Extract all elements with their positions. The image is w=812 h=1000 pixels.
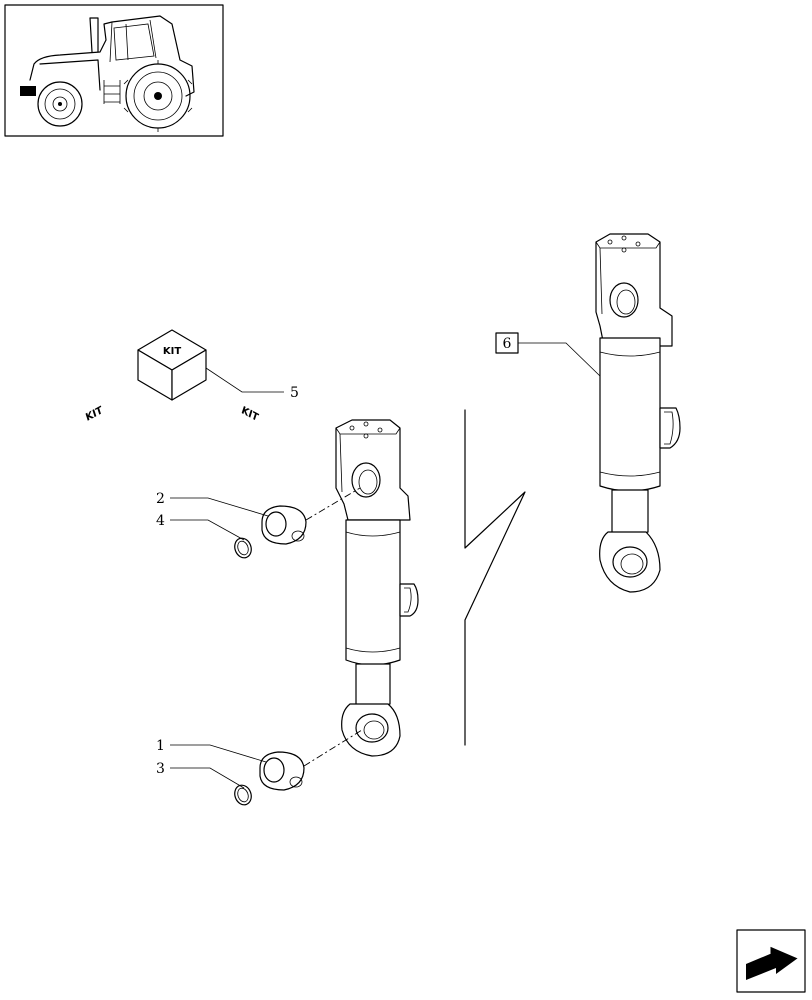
leader-line-2	[170, 497, 269, 517]
next-page-arrow-icon[interactable]	[736, 929, 806, 993]
leader-line-6	[518, 342, 601, 377]
callout-6: 6	[503, 336, 512, 352]
cylinder-assembled	[595, 233, 681, 593]
seal-ring-lower	[234, 784, 252, 806]
kit-cube-icon: KIT KIT KIT	[85, 329, 260, 424]
location-marker	[20, 86, 36, 96]
kit-label-right: KIT	[240, 405, 260, 424]
callout-5: 5	[290, 385, 299, 401]
leader-line-3	[170, 767, 245, 789]
leader-line-4	[170, 519, 245, 541]
ball-joint-upper	[261, 505, 307, 545]
break-line	[464, 409, 526, 746]
callout-3: 3	[156, 761, 165, 777]
assembly-axis-lower	[303, 729, 363, 767]
cylinder-exploded	[335, 419, 419, 757]
kit-label-top: KIT	[163, 346, 181, 357]
ball-joint-lower	[259, 751, 305, 791]
callout-4: 4	[156, 513, 165, 529]
leader-line-5	[205, 367, 284, 393]
kit-label-left: KIT	[85, 405, 105, 424]
callout-2: 2	[156, 491, 165, 507]
callout-1: 1	[156, 738, 165, 754]
assembly-axis-upper	[305, 487, 361, 521]
tractor-thumbnail-icon[interactable]	[4, 4, 224, 137]
leader-line-1	[170, 744, 267, 763]
